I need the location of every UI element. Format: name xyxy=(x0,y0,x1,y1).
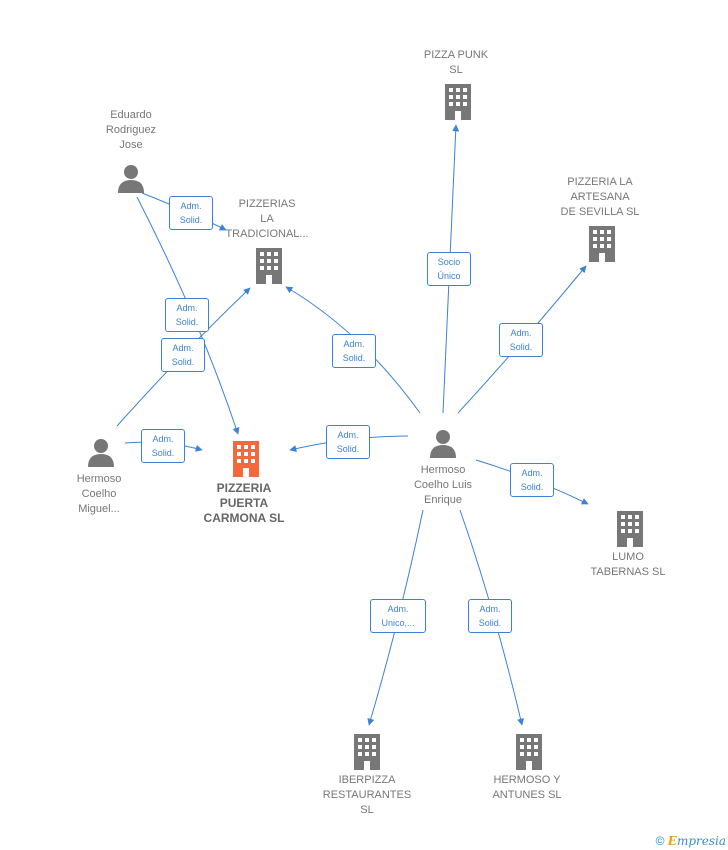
edge-label-luis-iberpizza[interactable]: Adm. Unico,... xyxy=(370,599,426,633)
person-label: Hermoso Coelho Miguel... xyxy=(76,473,122,515)
copyright-icon: © xyxy=(655,834,665,848)
edge-label-luis-lumo[interactable]: Adm. Solid. xyxy=(510,463,554,497)
building-icon xyxy=(445,84,471,120)
company-label: PIZZERIA LA ARTESANA DE SEVILLA SL xyxy=(560,176,640,218)
person-icon xyxy=(430,430,456,458)
person-node-eduardo[interactable]: Eduardo Rodriguez Jose xyxy=(86,108,176,153)
company-node-hermoso-antunes[interactable]: HERMOSO Y ANTUNES SL xyxy=(477,773,577,803)
edge-label-luis-tradicional[interactable]: Adm. Solid. xyxy=(332,334,376,368)
building-icon xyxy=(589,226,615,262)
building-icon xyxy=(516,734,542,770)
edge-label-luis-artesana[interactable]: Adm. Solid. xyxy=(499,323,543,357)
company-node-pizzerias-tradicional[interactable]: PIZZERIAS LA TRADICIONAL... xyxy=(217,197,317,242)
company-label: PIZZERIAS LA TRADICIONAL... xyxy=(225,198,309,240)
edge-label-luis-puerta[interactable]: Adm. Solid. xyxy=(326,425,370,459)
person-icon xyxy=(88,439,114,467)
edge-label-miguel-tradicional[interactable]: Adm. Solid. xyxy=(161,338,205,372)
building-icon xyxy=(256,248,282,284)
edge-label-miguel-puerta[interactable]: Adm. Solid. xyxy=(141,429,185,463)
person-label: Eduardo Rodriguez Jose xyxy=(105,109,157,151)
edge-label-eduardo-tradicional[interactable]: Adm. Solid. xyxy=(169,196,213,230)
person-node-hermoso-miguel[interactable]: Hermoso Coelho Miguel... xyxy=(56,472,142,517)
company-node-pizza-punk[interactable]: PIZZA PUNK SL xyxy=(406,48,506,78)
company-label: PIZZA PUNK SL xyxy=(423,49,489,76)
company-label: LUMO TABERNAS SL xyxy=(590,551,666,578)
company-label-main: PIZZERIA PUERTA CARMONA SL xyxy=(203,481,285,525)
company-label: IBERPIZZA RESTAURANTES SL xyxy=(322,774,412,816)
company-node-pizzeria-puerta-carmona[interactable]: PIZZERIA PUERTA CARMONA SL xyxy=(186,481,302,526)
footer-brand: © Empresia xyxy=(656,834,726,848)
edge-label-luis-antunes[interactable]: Adm. Solid. xyxy=(468,599,512,633)
person-node-hermoso-luis[interactable]: Hermoso Coelho Luis Enrique xyxy=(396,463,490,508)
company-node-pizzeria-artesana[interactable]: PIZZERIA LA ARTESANA DE SEVILLA SL xyxy=(545,175,655,220)
person-label: Hermoso Coelho Luis Enrique xyxy=(413,464,473,506)
company-node-iberpizza[interactable]: IBERPIZZA RESTAURANTES SL xyxy=(312,773,422,818)
edge-label-eduardo-puerta[interactable]: Adm. Solid. xyxy=(165,298,209,332)
company-label: HERMOSO Y ANTUNES SL xyxy=(492,774,562,801)
brand-logo: Empresia xyxy=(667,834,726,848)
building-icon xyxy=(617,511,643,547)
building-icon xyxy=(233,441,259,477)
edge-label-luis-punk[interactable]: Socio Único xyxy=(427,252,471,286)
company-node-lumo-tabernas[interactable]: LUMO TABERNAS SL xyxy=(578,550,678,580)
building-icon xyxy=(354,734,380,770)
person-icon xyxy=(118,165,144,193)
